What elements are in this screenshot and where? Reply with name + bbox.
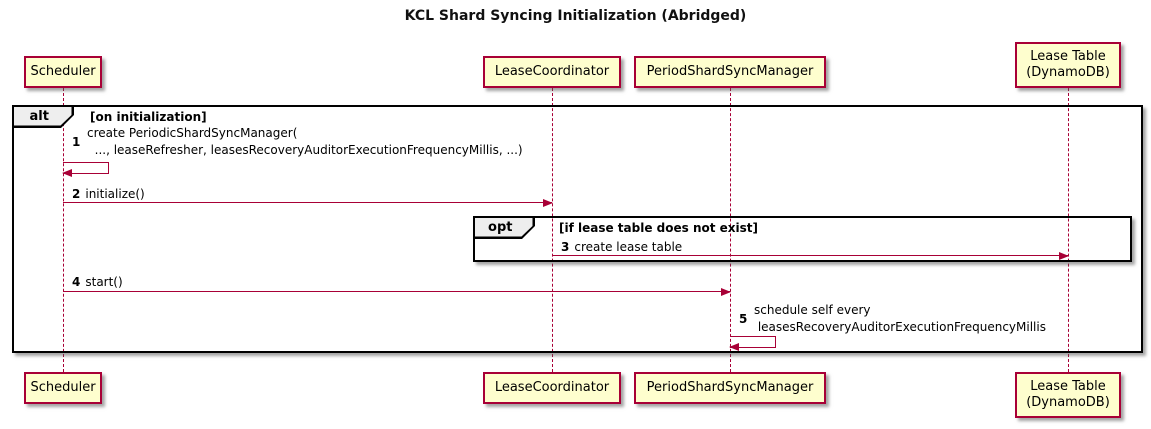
alt-frame-keyword: alt [14, 107, 72, 126]
message-3-number: 3 [561, 240, 570, 254]
message-5-number: 5 [739, 312, 748, 326]
opt-frame-condition: [if lease table does not exist] [559, 221, 759, 235]
lifeline-period-shard-sync-manager [730, 88, 731, 372]
lifeline-scheduler [63, 88, 64, 372]
alt-frame-label: alt [12, 105, 74, 128]
participant-period-shard-sync-manager-top: PeriodShardSyncManager [634, 56, 826, 88]
message-2-arrow [63, 199, 553, 207]
message-1-text: create PeriodicShardSyncManager( ..., le… [87, 126, 523, 157]
message-5-text: schedule self every leasesRecoveryAudito… [754, 303, 1046, 334]
alt-frame: alt [on initialization] [12, 105, 1143, 353]
diagram-title: KCL Shard Syncing Initialization (Abridg… [404, 8, 747, 24]
opt-frame-label: opt [473, 216, 535, 239]
message-3-arrow [552, 252, 1069, 260]
message-5-self-arrow [729, 336, 776, 351]
participant-lease-table-top: Lease Table (DynamoDB) [1015, 42, 1121, 88]
opt-frame: opt [if lease table does not exist] [473, 216, 1132, 262]
participant-lease-table-bottom: Lease Table (DynamoDB) [1015, 372, 1121, 418]
message-2-number: 2 [72, 187, 81, 201]
participant-lease-coordinator-top: LeaseCoordinator [483, 56, 621, 88]
lifeline-lease-table [1068, 88, 1069, 372]
message-1-number: 1 [72, 135, 81, 149]
participant-period-shard-sync-manager-bottom: PeriodShardSyncManager [634, 372, 826, 404]
participant-scheduler-top: Scheduler [24, 56, 102, 88]
alt-frame-condition: [on initialization] [90, 110, 207, 124]
participant-lease-coordinator-bottom: LeaseCoordinator [483, 372, 621, 404]
participant-scheduler-bottom: Scheduler [24, 372, 102, 404]
message-4-arrow [63, 288, 731, 296]
lifeline-lease-coordinator [552, 88, 553, 372]
message-4-number: 4 [72, 275, 81, 289]
message-1-self-arrow [62, 162, 109, 177]
opt-frame-keyword: opt [475, 218, 533, 237]
